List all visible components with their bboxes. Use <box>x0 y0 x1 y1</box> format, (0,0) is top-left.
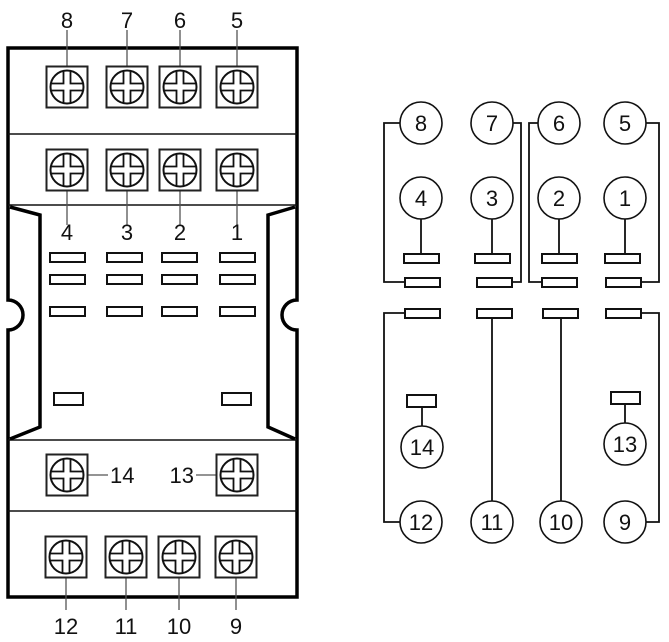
terminal-row-coil: 14 13 <box>45 453 259 497</box>
pin-label: 5 <box>619 111 631 136</box>
pin-label: 1 <box>619 186 631 211</box>
coil-contact <box>406 394 437 408</box>
base-outline <box>6 46 299 599</box>
common-contact <box>541 253 578 264</box>
screw-terminal-11 <box>104 535 148 579</box>
contact-slot <box>219 306 256 317</box>
terminal-row-second: 4 3 2 1 <box>45 148 259 245</box>
pin-circle-6 <box>537 101 581 145</box>
terminal-label: 5 <box>231 8 243 33</box>
contact-slot <box>161 306 198 317</box>
pin-circle-5 <box>603 101 647 145</box>
nc-contact <box>541 277 578 288</box>
no-contact <box>542 308 579 319</box>
contact-slot <box>106 274 143 285</box>
pin-circle-10 <box>539 500 583 544</box>
contact-slot <box>106 252 143 263</box>
common-contact <box>403 253 440 264</box>
terminal-label: 8 <box>61 8 73 33</box>
terminal-label: 1 <box>231 220 243 245</box>
pin-circle-2 <box>537 176 581 220</box>
screw-terminal-13 <box>215 453 259 497</box>
pin-circle-11 <box>470 500 514 544</box>
pin-circle-13 <box>603 422 647 466</box>
pin-circle-1 <box>603 176 647 220</box>
terminal-label: 4 <box>61 220 73 245</box>
wiring-schematic: 8 7 6 5 4 3 2 1 14 13 12 11 10 9 <box>383 101 660 544</box>
pin-label: 2 <box>553 186 565 211</box>
contact-slot <box>161 274 198 285</box>
common-contact <box>604 253 641 264</box>
no-contact <box>404 308 441 319</box>
pin-circle-14 <box>400 425 444 469</box>
pin-circle-8 <box>399 101 443 145</box>
pin-circle-7 <box>470 101 514 145</box>
pin-label: 12 <box>409 510 433 535</box>
screw-terminal-14 <box>45 453 89 497</box>
terminal-label: 3 <box>121 220 133 245</box>
schematic-contacts <box>403 253 642 408</box>
screw-terminal-2 <box>158 148 202 192</box>
terminal-row-top: 8 7 6 5 <box>45 8 259 109</box>
contact-slot <box>219 252 256 263</box>
terminal-label: 14 <box>110 463 134 488</box>
screw-terminal-12 <box>44 535 88 579</box>
screw-terminal-10 <box>157 535 201 579</box>
pin-label: 11 <box>481 510 504 535</box>
contact-slot <box>49 306 86 317</box>
schematic-pins: 8 7 6 5 4 3 2 1 14 13 12 11 10 9 <box>399 101 647 544</box>
terminal-label: 6 <box>174 8 186 33</box>
pin-label: 3 <box>486 186 498 211</box>
left-inner-wall <box>9 205 42 441</box>
screw-terminal-5 <box>215 65 259 109</box>
terminal-label: 9 <box>230 614 242 639</box>
terminal-label: 12 <box>54 614 78 639</box>
coil-slot <box>53 392 84 406</box>
screw-terminal-9 <box>214 535 258 579</box>
nc-contact <box>605 277 642 288</box>
terminal-label: 11 <box>115 614 138 639</box>
pin-label: 13 <box>613 432 637 457</box>
right-inner-wall <box>266 205 296 441</box>
pin-label: 8 <box>415 111 427 136</box>
screw-terminal-7 <box>105 65 149 109</box>
common-contact <box>474 253 511 264</box>
terminal-label: 10 <box>167 614 191 639</box>
pin-label: 7 <box>486 111 498 136</box>
pin-label: 9 <box>619 510 631 535</box>
nc-contact <box>404 277 441 288</box>
coil-slot <box>221 392 252 406</box>
screw-terminal-3 <box>105 148 149 192</box>
nc-contact <box>476 277 513 288</box>
no-contact <box>605 308 642 319</box>
pin-label: 4 <box>415 186 427 211</box>
pin-circle-9 <box>603 500 647 544</box>
contact-slot <box>161 252 198 263</box>
no-contact <box>476 308 513 319</box>
terminal-label: 13 <box>170 463 194 488</box>
contact-slot <box>219 274 256 285</box>
contact-slots <box>49 252 256 406</box>
coil-contact <box>610 391 641 405</box>
terminal-row-bottom: 12 11 10 9 <box>44 535 258 639</box>
pin-circle-4 <box>399 176 443 220</box>
pin-circle-12 <box>399 500 443 544</box>
screw-terminal-6 <box>158 65 202 109</box>
schematic-wires <box>383 122 660 523</box>
socket-base: 8 7 6 5 4 3 2 1 14 13 <box>6 8 299 639</box>
pin-label: 10 <box>549 510 573 535</box>
pin-label: 14 <box>410 435 434 460</box>
screw-terminal-1 <box>215 148 259 192</box>
screw-terminal-8 <box>45 65 89 109</box>
contact-slot <box>49 274 86 285</box>
terminal-label: 2 <box>174 220 186 245</box>
pin-circle-3 <box>470 176 514 220</box>
contact-slot <box>49 252 86 263</box>
pin-label: 6 <box>553 111 565 136</box>
screw-terminal-4 <box>45 148 89 192</box>
terminal-label: 7 <box>121 8 133 33</box>
contact-slot <box>106 306 143 317</box>
